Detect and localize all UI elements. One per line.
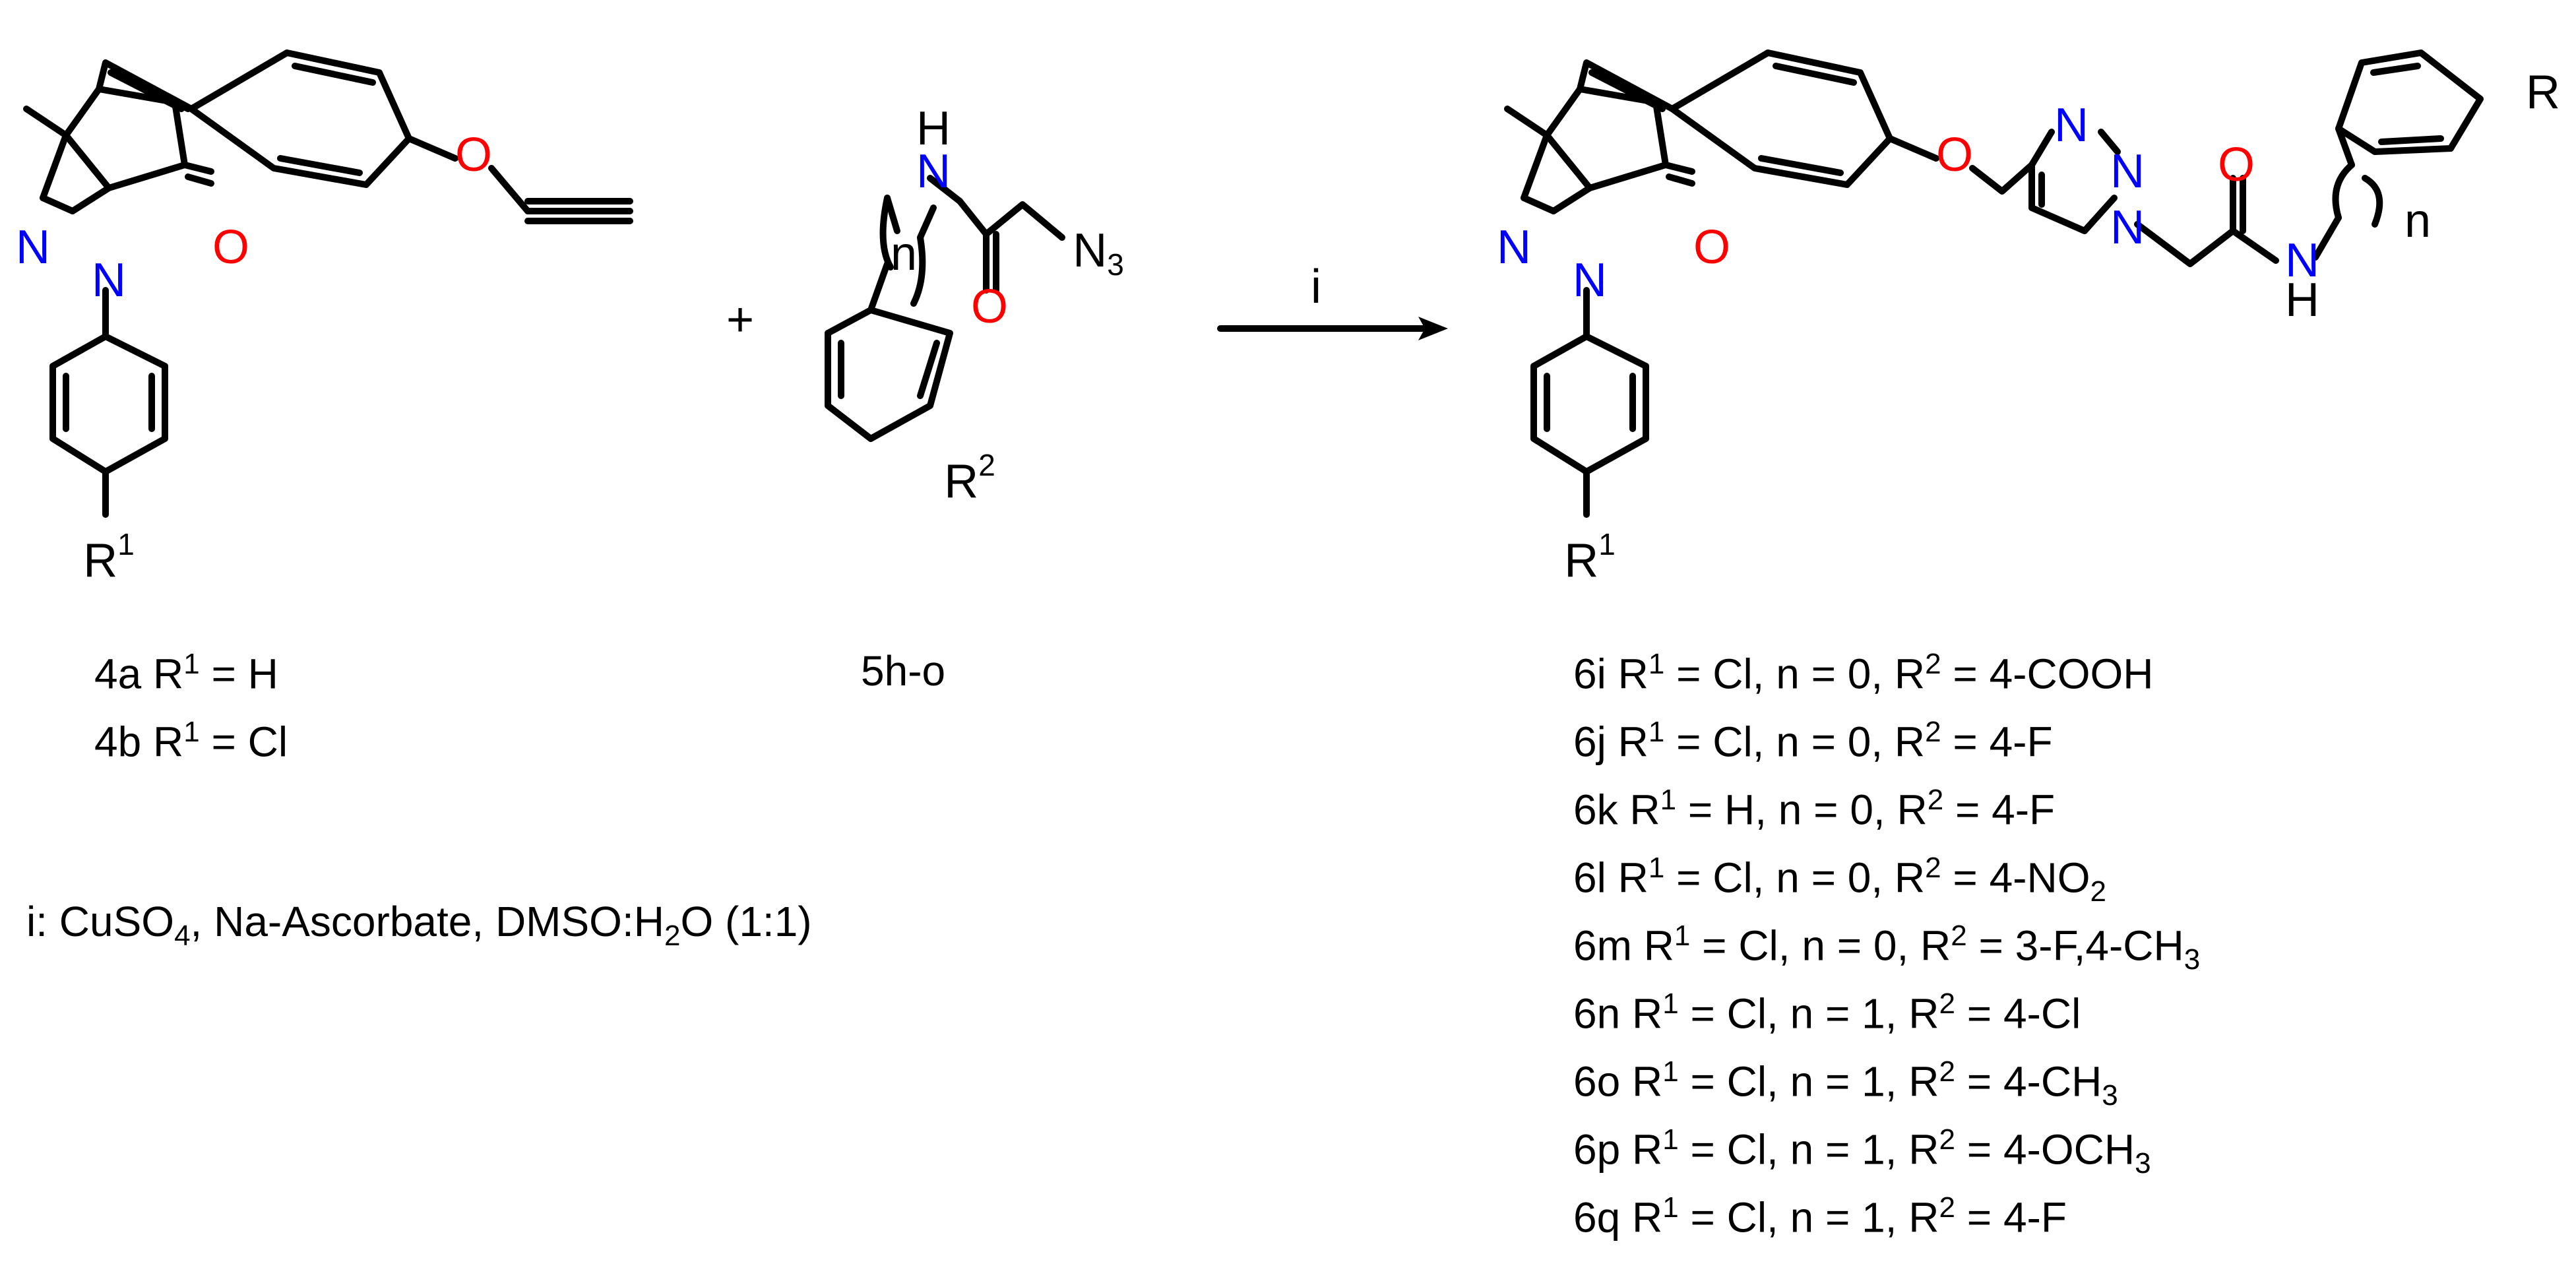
product-variant-6p: 6p R1 = Cl, n = 1, R2 = 4-OCH3 <box>1573 1123 2151 1180</box>
r2-amide-hydrogen: H <box>916 102 951 155</box>
product-variant-6l: 6l R1 = Cl, n = 0, R2 = 4-NO2 <box>1573 852 2106 908</box>
reactant2-label: 5h-o <box>861 647 946 695</box>
r2-substituent-label: R2 <box>944 448 995 508</box>
product-variant-6j: 6j R1 = Cl, n = 0, R2 = 4-F <box>1573 716 2053 766</box>
r2-azide-label: N3 <box>1073 224 1124 282</box>
product-variant-6n: 6n R1 = Cl, n = 1, R2 = 4-Cl <box>1573 988 2081 1038</box>
p-ring-nitrogen-1: N <box>1497 221 1531 274</box>
arrow-label: i <box>1311 261 1321 313</box>
product-variant-6o: 6o R1 = Cl, n = 1, R2 = 4-CH3 <box>1573 1055 2118 1112</box>
product-variant-6m: 6m R1 = Cl, n = 0, R2 = 3-F,4-CH3 <box>1573 920 2201 976</box>
reactant-1-structure <box>23 49 633 518</box>
r1-ether-oxygen: O <box>455 129 492 181</box>
reactant1-variant-4a: 4a R1 = H <box>94 648 278 698</box>
r2-chain-index: n <box>891 228 917 280</box>
reactant-2-structure <box>825 175 1065 442</box>
p-triazole-nitrogen-2: N <box>2110 145 2145 198</box>
reactant1-variant-4b: 4b R1 = Cl <box>94 716 288 766</box>
p-aryl-substituent: R <box>2526 66 2560 119</box>
p-substituent-label: R1 <box>1564 527 1616 587</box>
p-carbonyl-oxygen: O <box>1693 221 1730 274</box>
reaction-arrow <box>1217 317 1448 340</box>
p-triazole-nitrogen-3: N <box>2110 201 2145 254</box>
p-amide-nitrogen: N <box>2285 234 2319 287</box>
reaction-conditions: i: CuSO4, Na-Ascorbate, DMSO:H2O (1:1) <box>26 898 812 952</box>
r2-carbonyl-oxygen: O <box>971 280 1008 333</box>
r1-ring-nitrogen-1: N <box>16 221 50 274</box>
product-variant-6q: 6q R1 = Cl, n = 1, R2 = 4-F <box>1573 1191 2067 1241</box>
p-triazole-nitrogen-1: N <box>2054 99 2089 152</box>
p-amide-oxygen: O <box>2218 139 2255 191</box>
r2-amide-nitrogen: N <box>916 145 951 198</box>
p-ether-oxygen: O <box>1936 129 1973 181</box>
p-amide-hydrogen: H <box>2285 274 2319 327</box>
p-ring-nitrogen-2: N <box>1573 254 1607 307</box>
r1-ring-nitrogen-2: N <box>92 254 126 307</box>
r1-carbonyl-oxygen: O <box>212 221 249 274</box>
r1-substituent-label: R1 <box>83 527 135 587</box>
product-structure <box>1504 49 2484 518</box>
p-chain-index: n <box>2404 195 2431 247</box>
product-variant-6i: 6i R1 = Cl, n = 0, R2 = 4-COOH <box>1573 648 2154 698</box>
product-variant-6k: 6k R1 = H, n = 0, R2 = 4-F <box>1573 784 2056 834</box>
plus-sign: + <box>726 294 754 346</box>
